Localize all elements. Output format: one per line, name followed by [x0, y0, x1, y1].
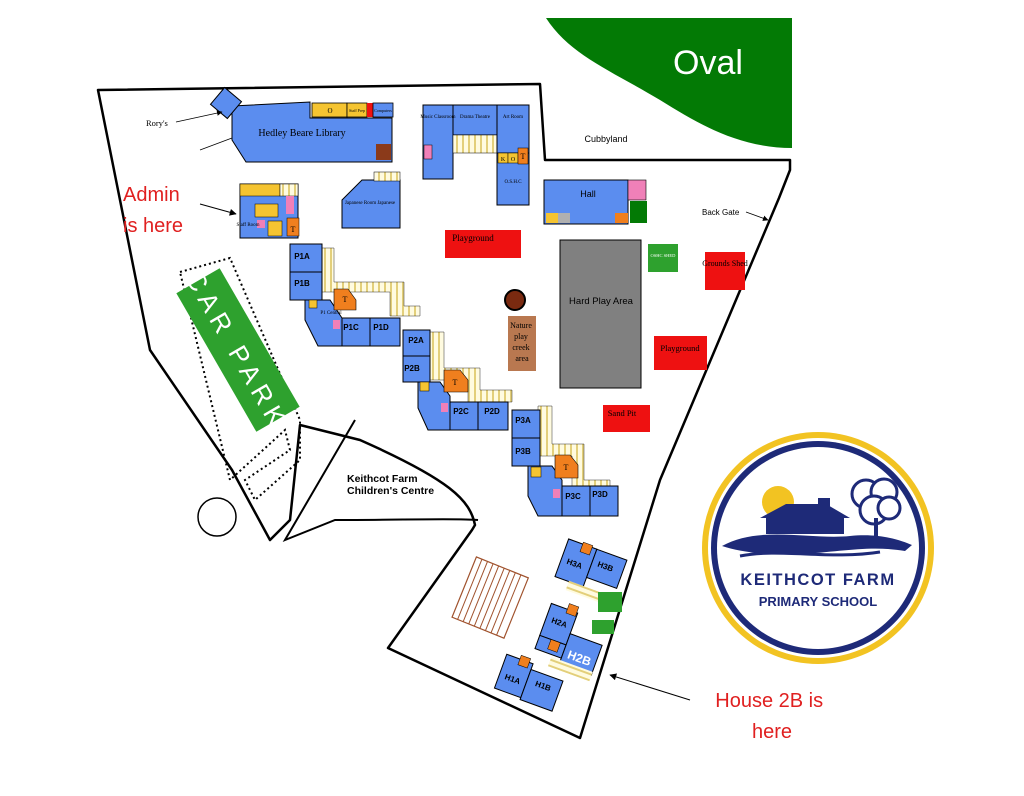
admin-callout: Admin is here [123, 184, 185, 237]
oshc-t-label: T [521, 152, 526, 161]
p3a-label: P3A [515, 416, 531, 425]
back-gate-label: Back Gate [702, 208, 740, 217]
arts-block[interactable]: Music Classroom Drama Theatre Art Room O… [420, 104, 530, 206]
tree-feature [504, 289, 526, 311]
library-computer-label: Computers [374, 108, 392, 113]
nature-play-area [508, 316, 536, 371]
house-icon [760, 504, 850, 534]
p1-central-label: P1 Central [320, 311, 342, 316]
admin-building[interactable]: Staff Room T [236, 183, 300, 239]
walkway-h2 [547, 656, 593, 682]
house-callout: House 2B is here [715, 690, 828, 743]
oshc-shed [648, 244, 678, 272]
admin-pointer [199, 203, 237, 216]
school-boundary [96, 82, 792, 740]
hill-wave [722, 534, 912, 555]
nature-play-label: Nature play creek area [510, 321, 534, 363]
playground-right [654, 336, 707, 370]
hard-play-label: Hard Play Area [569, 296, 634, 307]
p3-cluster[interactable]: P3A P3B P3C P3D T [511, 409, 619, 517]
green-patch-2 [592, 620, 614, 634]
p1-cluster[interactable]: P1A P1B P1 Central P1C P1D T [289, 243, 401, 347]
centre-boundary [282, 419, 479, 543]
p1b-label: P1B [294, 279, 310, 288]
oval-label: Oval [673, 44, 743, 82]
music-label: Music Classroom [420, 115, 455, 120]
back-gate-pointer [745, 211, 769, 221]
rorys-pointer [175, 110, 223, 123]
p2b-label: P2B [404, 364, 420, 373]
p2a-label: P2A [408, 336, 424, 345]
library-building[interactable]: Hedley Beare Library O Staff Prep Comput… [209, 86, 394, 163]
p3b-label: P3B [515, 447, 531, 456]
car-park: CAR PARK [176, 265, 300, 436]
logo-line2: PRIMARY SCHOOL [759, 594, 878, 609]
admin-t-label: T [291, 225, 296, 234]
tree-icon [850, 477, 902, 526]
school-logo: KEITHCOT FARM PRIMARY SCHOOL [702, 432, 934, 664]
roundabout [197, 497, 237, 537]
oshc-o-label: O [511, 157, 516, 163]
drama-label: Drama Theatre [460, 115, 491, 120]
p2d-label: P2D [484, 407, 500, 416]
p2-t-label: T [453, 378, 458, 387]
grounds-shed-label: Grounds Shed [702, 259, 748, 268]
hall-label: Hall [580, 189, 596, 199]
p2-cluster[interactable]: P2A P2B P2C P2D T [402, 329, 509, 431]
grounds-shed [705, 252, 745, 290]
oshc-shed-label: OSHC SHED [651, 253, 677, 258]
p1c-label: P1C [343, 323, 359, 332]
p1a-label: P1A [294, 252, 310, 261]
japanese-building[interactable]: Japanese Room Japanese [341, 171, 401, 229]
library-staff-prep-label: Staff Prep [349, 108, 365, 113]
library-pointer [199, 137, 233, 151]
house-h1[interactable]: H1A H1B [493, 651, 567, 712]
sand-pit-label: Sand Pit [608, 408, 637, 418]
p3c-label: P3C [565, 492, 581, 501]
hard-play-area [559, 239, 642, 389]
green-patch-1 [598, 592, 622, 612]
oshc-label: O.S.H.C [504, 180, 522, 185]
library-o-label: O [327, 107, 332, 115]
cubbyland-label: Cubbyland [584, 134, 627, 144]
playground-top-label: Playground [452, 233, 494, 243]
oshc-k-label: K [501, 157, 506, 163]
japanese-label: Japanese Room Japanese [345, 201, 396, 206]
car-park-outline [178, 256, 301, 502]
oval-field [546, 18, 792, 148]
walkway-p1 [321, 247, 421, 317]
logo-line1: KEITHCOT FARM [740, 571, 895, 589]
art-label: Art Room [503, 115, 523, 120]
p3-t-label: T [564, 463, 569, 472]
childrens-centre-label: Keithcot Farm Children's Centre [347, 473, 434, 497]
deck-structure [451, 556, 530, 639]
p2c-label: P2C [453, 407, 469, 416]
p1d-label: P1D [373, 323, 389, 332]
library-label: Hedley Beare Library [258, 128, 345, 139]
house-pointer [609, 673, 691, 701]
p3d-label: P3D [592, 490, 608, 499]
playground-right-label: Playground [660, 343, 700, 353]
house-h3[interactable]: H3A H3B [554, 537, 628, 598]
car-park-label: CAR PARK [179, 265, 294, 435]
playground-top [445, 230, 521, 258]
rorys-label: Rory's [146, 118, 168, 128]
sand-pit [603, 405, 650, 432]
hall-building[interactable]: Hall [543, 179, 647, 225]
staff-room-label: Staff Room [236, 223, 259, 228]
p1-t-label: T [343, 295, 348, 304]
